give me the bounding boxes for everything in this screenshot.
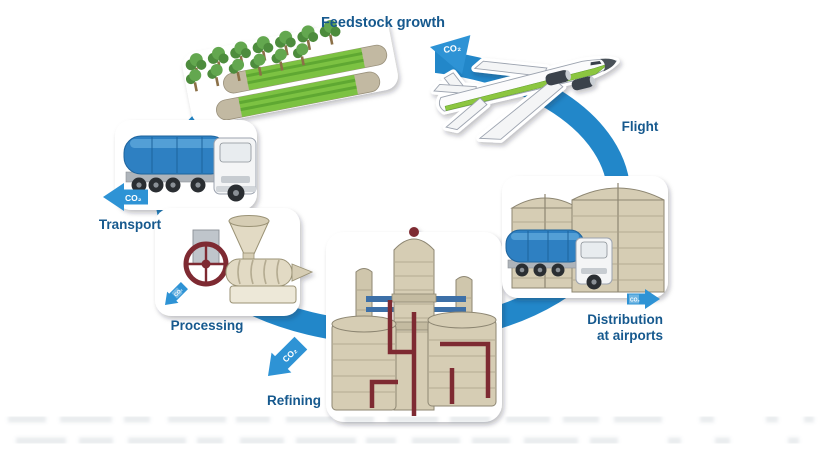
transport-illustration — [115, 120, 257, 210]
label-distribution-line2: at airports — [597, 328, 663, 343]
press-barrel — [225, 258, 314, 287]
co2-label: CO₂ — [125, 193, 142, 203]
flight-illustration — [430, 56, 620, 143]
arrowhead-icon — [103, 183, 124, 211]
tree-icon — [250, 53, 266, 76]
hopper — [228, 215, 270, 262]
storage-tank-icon — [331, 315, 397, 411]
blurred-caption-artifact — [8, 415, 814, 445]
tree-icon — [319, 19, 341, 45]
label-processing: Processing — [171, 318, 244, 333]
stabilizer — [445, 97, 488, 131]
label-flight: Flight — [622, 119, 659, 134]
arrowhead-icon — [165, 291, 179, 305]
tree-icon — [252, 36, 274, 61]
truck-wheels — [515, 263, 602, 290]
tree-icon — [185, 69, 202, 92]
tree-icon — [207, 63, 223, 87]
tree-icon — [271, 48, 287, 71]
co2-arrow-refining: CO₂ — [268, 336, 308, 376]
arrowhead-icon — [430, 35, 471, 75]
arrowhead-icon — [645, 289, 660, 309]
co2-label: CO₂ — [173, 287, 184, 298]
co2-label: CO₂ — [630, 298, 640, 304]
refinery-icon — [331, 227, 497, 416]
flywheel — [183, 241, 229, 287]
airplane-icon — [430, 56, 620, 143]
arrowhead-icon — [268, 352, 292, 376]
label-transport: Transport — [99, 217, 162, 232]
truck-wheels — [131, 177, 245, 202]
tree-row — [185, 19, 341, 78]
label-distribution-line1: Distribution — [587, 312, 663, 327]
press-base — [229, 285, 297, 304]
engine-icon — [571, 76, 595, 91]
near-wing — [478, 78, 564, 140]
co2-arrow-distribution: CO₂ — [627, 289, 660, 309]
co2-label: CO₂ — [443, 42, 462, 55]
engine-icon — [545, 70, 571, 86]
tree-icon — [275, 30, 296, 56]
processing-illustration — [155, 208, 314, 316]
label-refining: Refining — [267, 393, 321, 408]
co2-arrow-processing: CO₂ — [165, 282, 188, 305]
fuel-truck-icon — [505, 229, 613, 290]
crop-strip — [216, 71, 381, 121]
tree-icon — [207, 46, 229, 72]
pipes — [369, 300, 491, 416]
storage-tank-icon — [427, 311, 497, 407]
cockpit-window — [590, 61, 602, 66]
tree-icon — [292, 43, 309, 66]
feedstock-illustration — [182, 17, 398, 125]
refining-illustration — [326, 227, 502, 422]
co2-arrow-transport: CO₂ — [103, 183, 148, 211]
tanker-truck-icon — [123, 135, 257, 202]
tree-icon — [228, 58, 245, 82]
nose-cone — [600, 58, 617, 72]
oil-press-icon — [183, 215, 314, 304]
tree-icon — [297, 25, 319, 51]
distribution-illustration — [502, 176, 668, 298]
label-feedstock-growth: Feedstock growth — [321, 15, 445, 31]
tree-row — [185, 43, 309, 92]
co2-absorption-arrow: CO₂ — [430, 35, 471, 75]
